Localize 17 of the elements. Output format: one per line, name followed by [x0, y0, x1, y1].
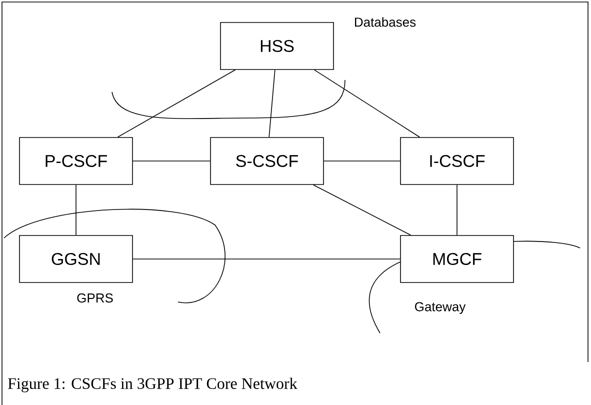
connector-line	[324, 160, 400, 162]
connector-line	[132, 258, 400, 260]
connector-line	[456, 184, 458, 236]
connector-line	[268, 70, 276, 138]
process-box: MGCF	[400, 235, 514, 283]
process-box: S-CSCF	[210, 137, 324, 185]
connector-line	[132, 160, 210, 162]
connector-line	[312, 184, 412, 236]
process-box: I-CSCF	[400, 137, 514, 185]
region-label: Databases	[355, 17, 416, 27]
process-box: P-CSCF	[19, 137, 133, 185]
connector-line	[314, 70, 420, 138]
figure-caption: Figure 1: CSCFs in 3GPP IPT Core Network	[8, 378, 298, 392]
region-label: Gateway	[415, 302, 466, 314]
process-box: GGSN	[19, 235, 133, 283]
process-box: HSS	[220, 22, 334, 70]
connector-line	[117, 70, 236, 138]
